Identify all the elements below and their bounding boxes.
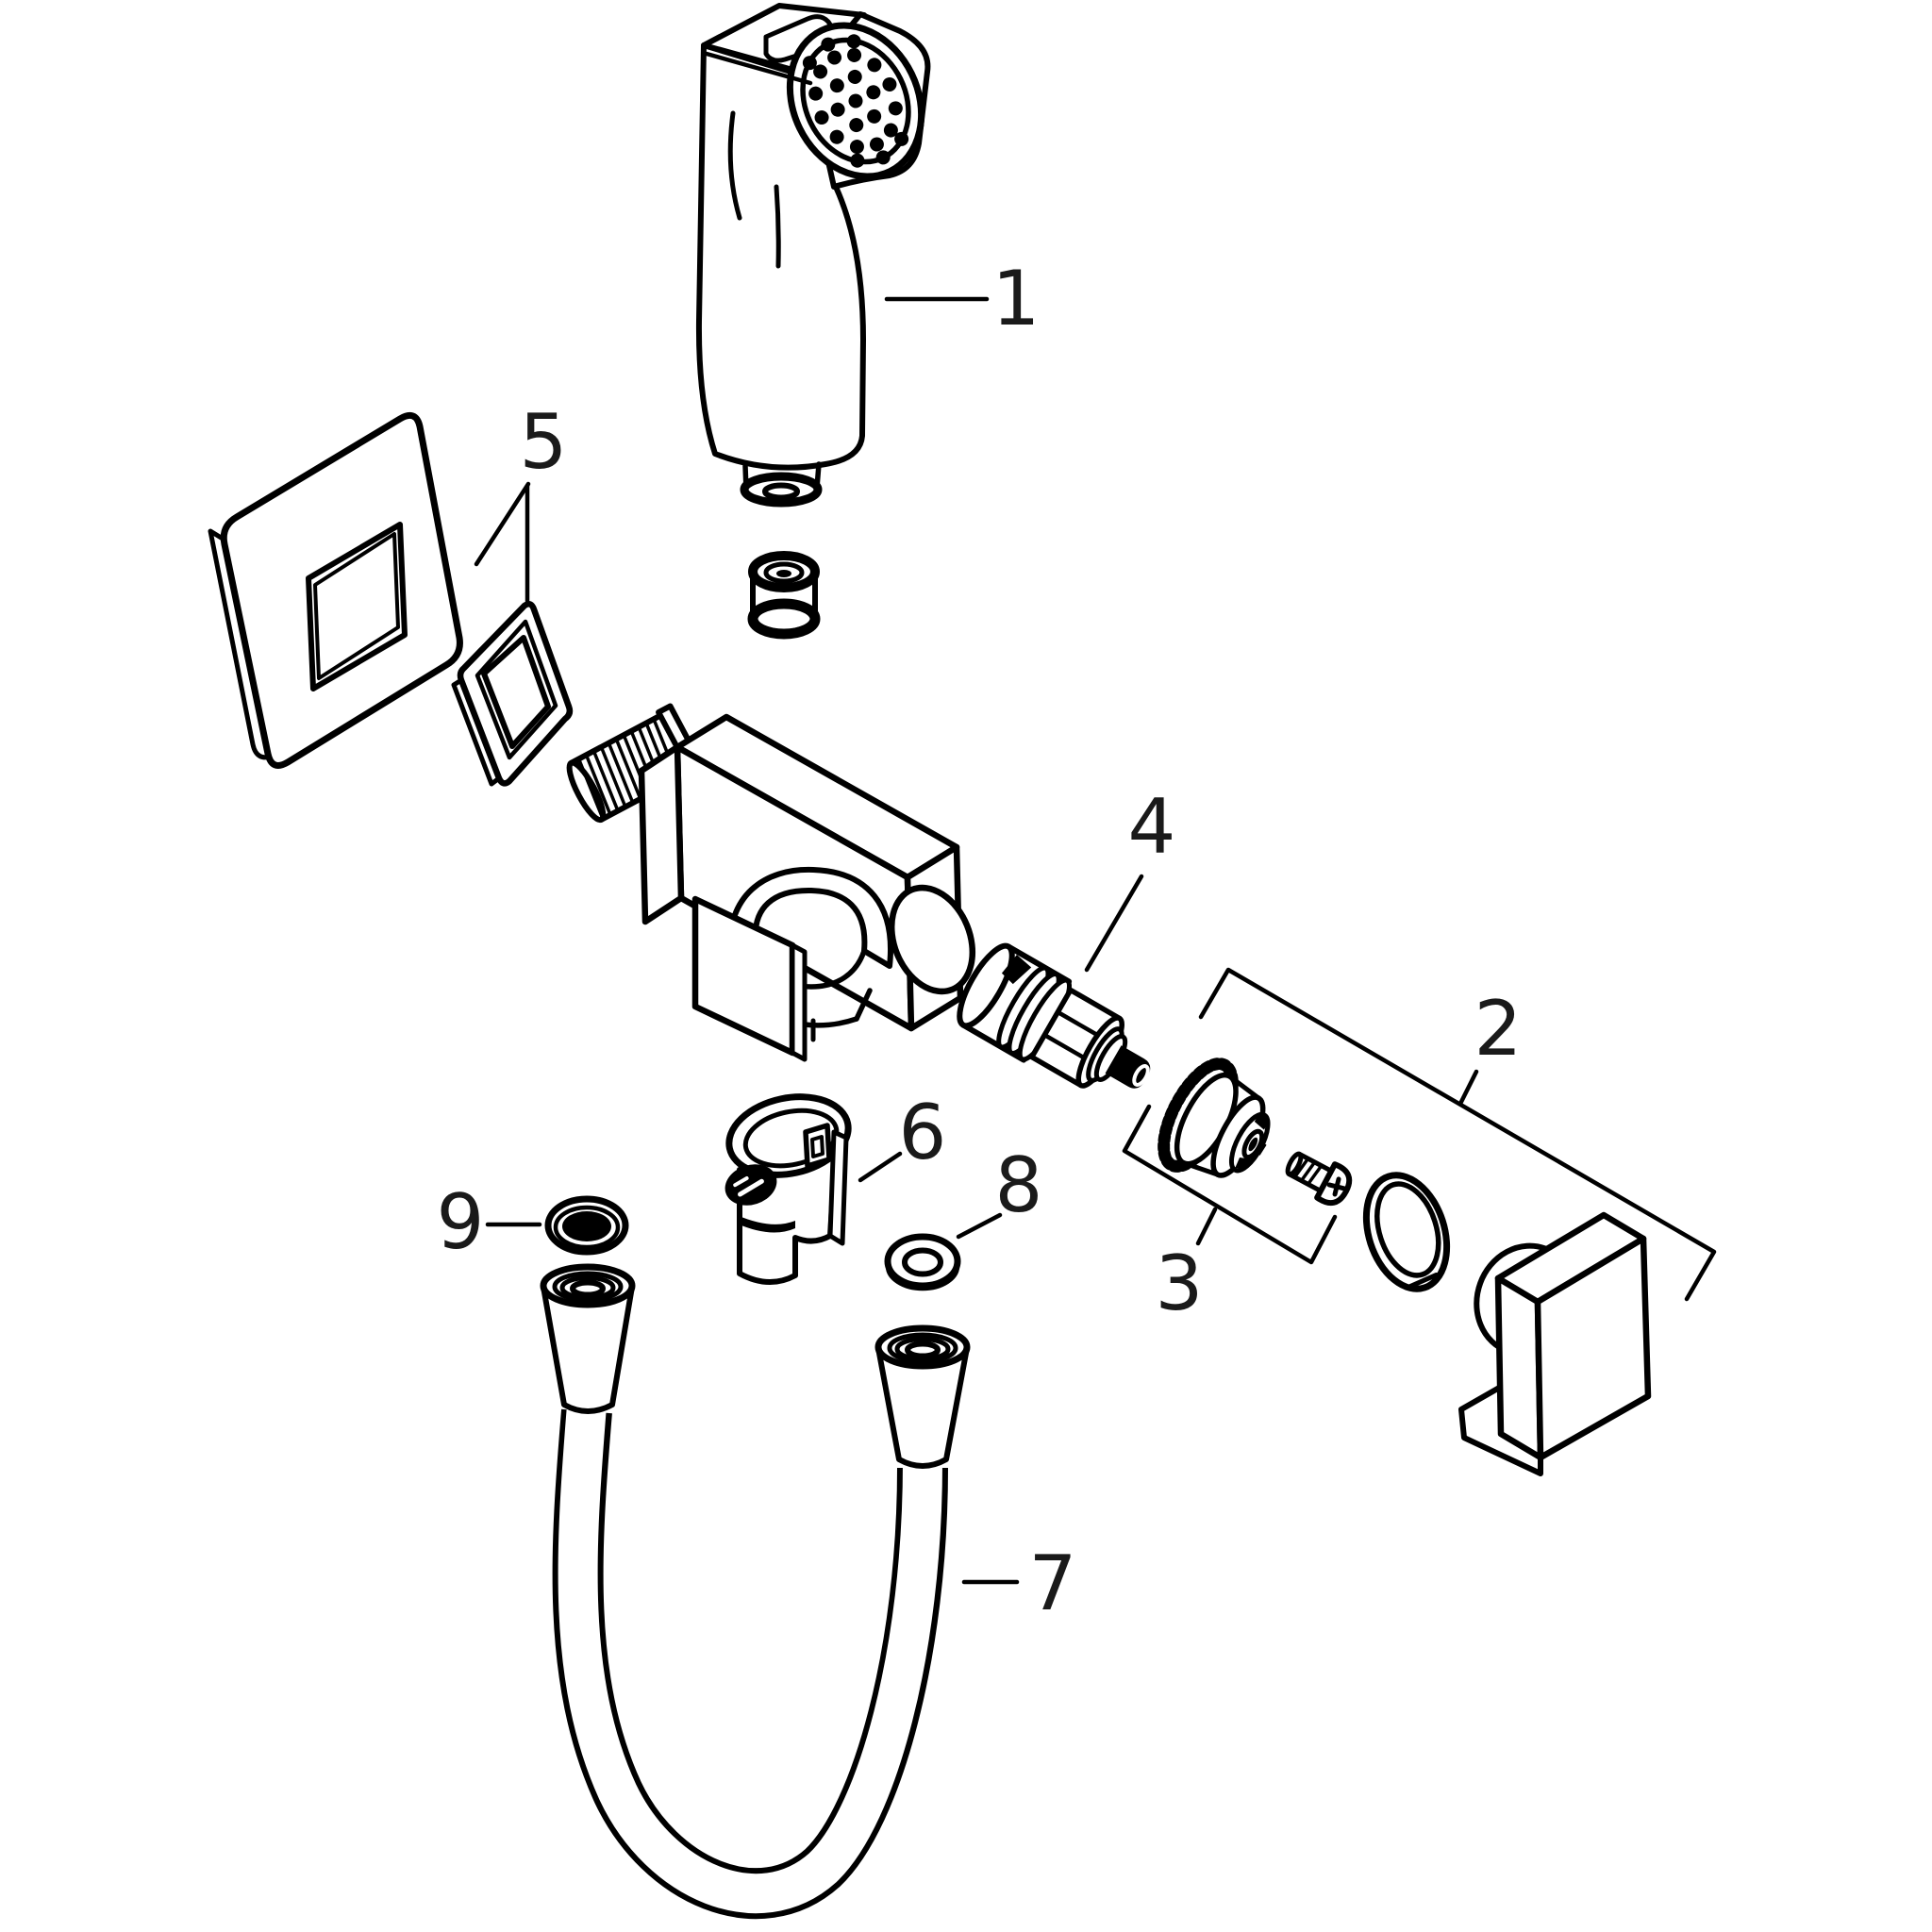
- handshower-grip-curve: [727, 110, 742, 221]
- nipple-threads: [577, 718, 679, 820]
- leader-line-8: [956, 1212, 1003, 1240]
- handle-left-face: [1494, 1274, 1544, 1461]
- shut-off-cartridge: [957, 942, 1151, 1089]
- filter-washer: [544, 1195, 629, 1256]
- handshower-bevel: [704, 51, 813, 86]
- callout-label-1: 1: [992, 255, 1041, 342]
- seal-thickness-edge: [451, 677, 502, 787]
- sleeve: [1362, 1172, 1451, 1292]
- shower-hose: [552, 1404, 948, 1920]
- callout-label-3: 3: [1156, 1240, 1204, 1327]
- callout-label-2: 2: [1474, 985, 1523, 1073]
- handshower-outlet: [740, 461, 823, 508]
- handle-front-face: [1534, 1235, 1652, 1461]
- handshower-seam: [774, 184, 781, 269]
- callout-label-9: 9: [437, 1178, 485, 1266]
- cartridge-notch: [1001, 955, 1032, 985]
- hose-nut-left: [540, 1263, 636, 1414]
- leader-line-3: [1195, 1207, 1218, 1246]
- spray-face: [786, 22, 925, 180]
- bore-opening: [888, 884, 976, 995]
- spray-nozzle-dots: [802, 34, 909, 168]
- callout-label-6: 6: [899, 1089, 947, 1176]
- screw: [1285, 1151, 1353, 1207]
- leader-line-4: [1084, 874, 1144, 973]
- seal-mid-line: [475, 619, 558, 760]
- bracket-2: [1198, 967, 1717, 1302]
- hose-nut-right: [874, 1324, 971, 1469]
- seal-gasket: [451, 600, 574, 787]
- callout-label-5: 5: [520, 398, 568, 486]
- diagram-artwork: [208, 3, 1717, 1920]
- callout-label-4: 4: [1128, 783, 1176, 871]
- pivot-clip: [724, 1093, 852, 1286]
- bracket-3: [1122, 1104, 1338, 1265]
- clip-shadow-band: [737, 1215, 795, 1233]
- leader-line-6: [858, 1151, 903, 1183]
- callout-labels: 1 2 3 4 5 6 7 8 9: [437, 255, 1523, 1627]
- plate-hole-inner-line: [313, 532, 400, 680]
- adapter: [1158, 1058, 1271, 1178]
- block-left-face: [638, 743, 685, 925]
- cartridge-stem: [1105, 1045, 1151, 1089]
- plate-hole: [306, 522, 408, 691]
- clip-clamp-screw: [724, 1164, 777, 1206]
- washer: [884, 1233, 961, 1291]
- check-valve: [747, 551, 821, 640]
- clip-tab: [803, 1123, 832, 1169]
- callout-label-8: 8: [995, 1141, 1043, 1229]
- escutcheon-plate: [208, 411, 463, 769]
- leader-line-5a: [474, 481, 531, 567]
- hand-shower: [695, 3, 931, 508]
- callout-leaders: [474, 296, 1717, 1585]
- holder-front-plate: [691, 895, 808, 1062]
- callout-label-7: 7: [1029, 1540, 1077, 1627]
- phillips-cross: [1326, 1176, 1347, 1197]
- wall-outlet-holder: [566, 703, 976, 1062]
- leader-line-2: [1457, 1069, 1479, 1107]
- handle: [1458, 1211, 1652, 1476]
- hose-core: [558, 1404, 942, 1914]
- seal-opening: [481, 635, 551, 749]
